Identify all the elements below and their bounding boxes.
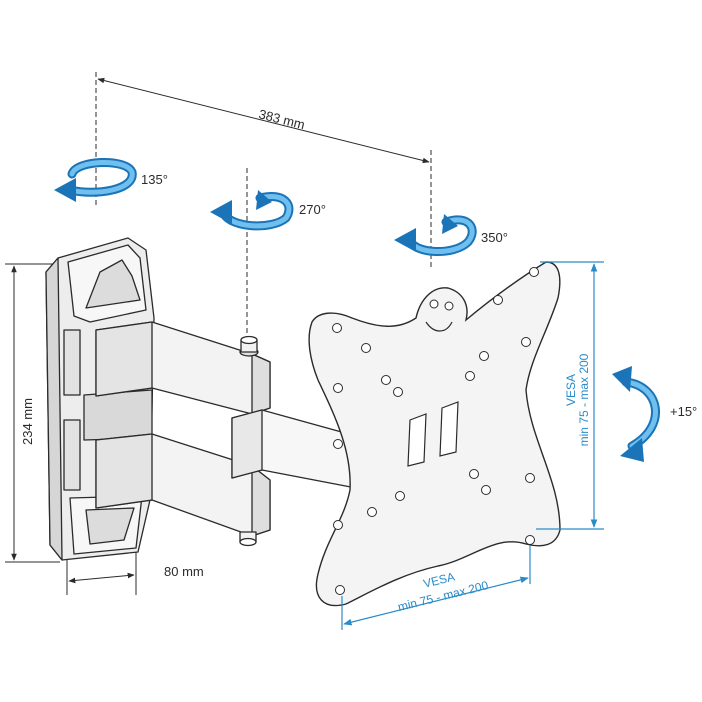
tilt-arrow-icon <box>612 366 660 462</box>
arm-length-dimension: 383 mm <box>95 72 432 270</box>
vesa-vertical-dimension: VESA min 75 - max 200 <box>536 261 604 530</box>
vesa-vertical-range: min 75 - max 200 <box>577 353 591 446</box>
wall-depth-dimension: 80 mm <box>66 545 204 595</box>
wall-bracket <box>45 237 155 561</box>
wall-height-dimension: 234 mm <box>5 263 60 563</box>
rotation-arrow-270-icon <box>210 190 294 231</box>
smiley-eye-right <box>444 301 454 311</box>
plate-slot-left <box>407 413 427 467</box>
lower-arm <box>95 433 271 547</box>
upper-arm <box>95 321 271 415</box>
smiley-eye-left <box>429 299 439 309</box>
swivel-arm <box>231 409 357 489</box>
rotation-arrow-350-icon <box>394 214 477 257</box>
vesa-vertical-title: VESA <box>564 374 578 406</box>
wall-height-label: 234 mm <box>20 398 35 445</box>
rotation-135-label: 135° <box>141 172 168 187</box>
smiley-mouth <box>425 321 453 332</box>
rotation-350-label: 350° <box>481 230 508 245</box>
rotation-arrow-135-icon <box>54 157 137 202</box>
wall-depth-label: 80 mm <box>164 564 204 579</box>
tv-plate <box>308 261 561 607</box>
plate-holes <box>332 267 539 595</box>
plate-slot-right <box>439 401 459 457</box>
rotation-270-label: 270° <box>299 202 326 217</box>
tilt-label: +15° <box>670 404 697 419</box>
arm-length-label: 383 mm <box>257 106 306 132</box>
